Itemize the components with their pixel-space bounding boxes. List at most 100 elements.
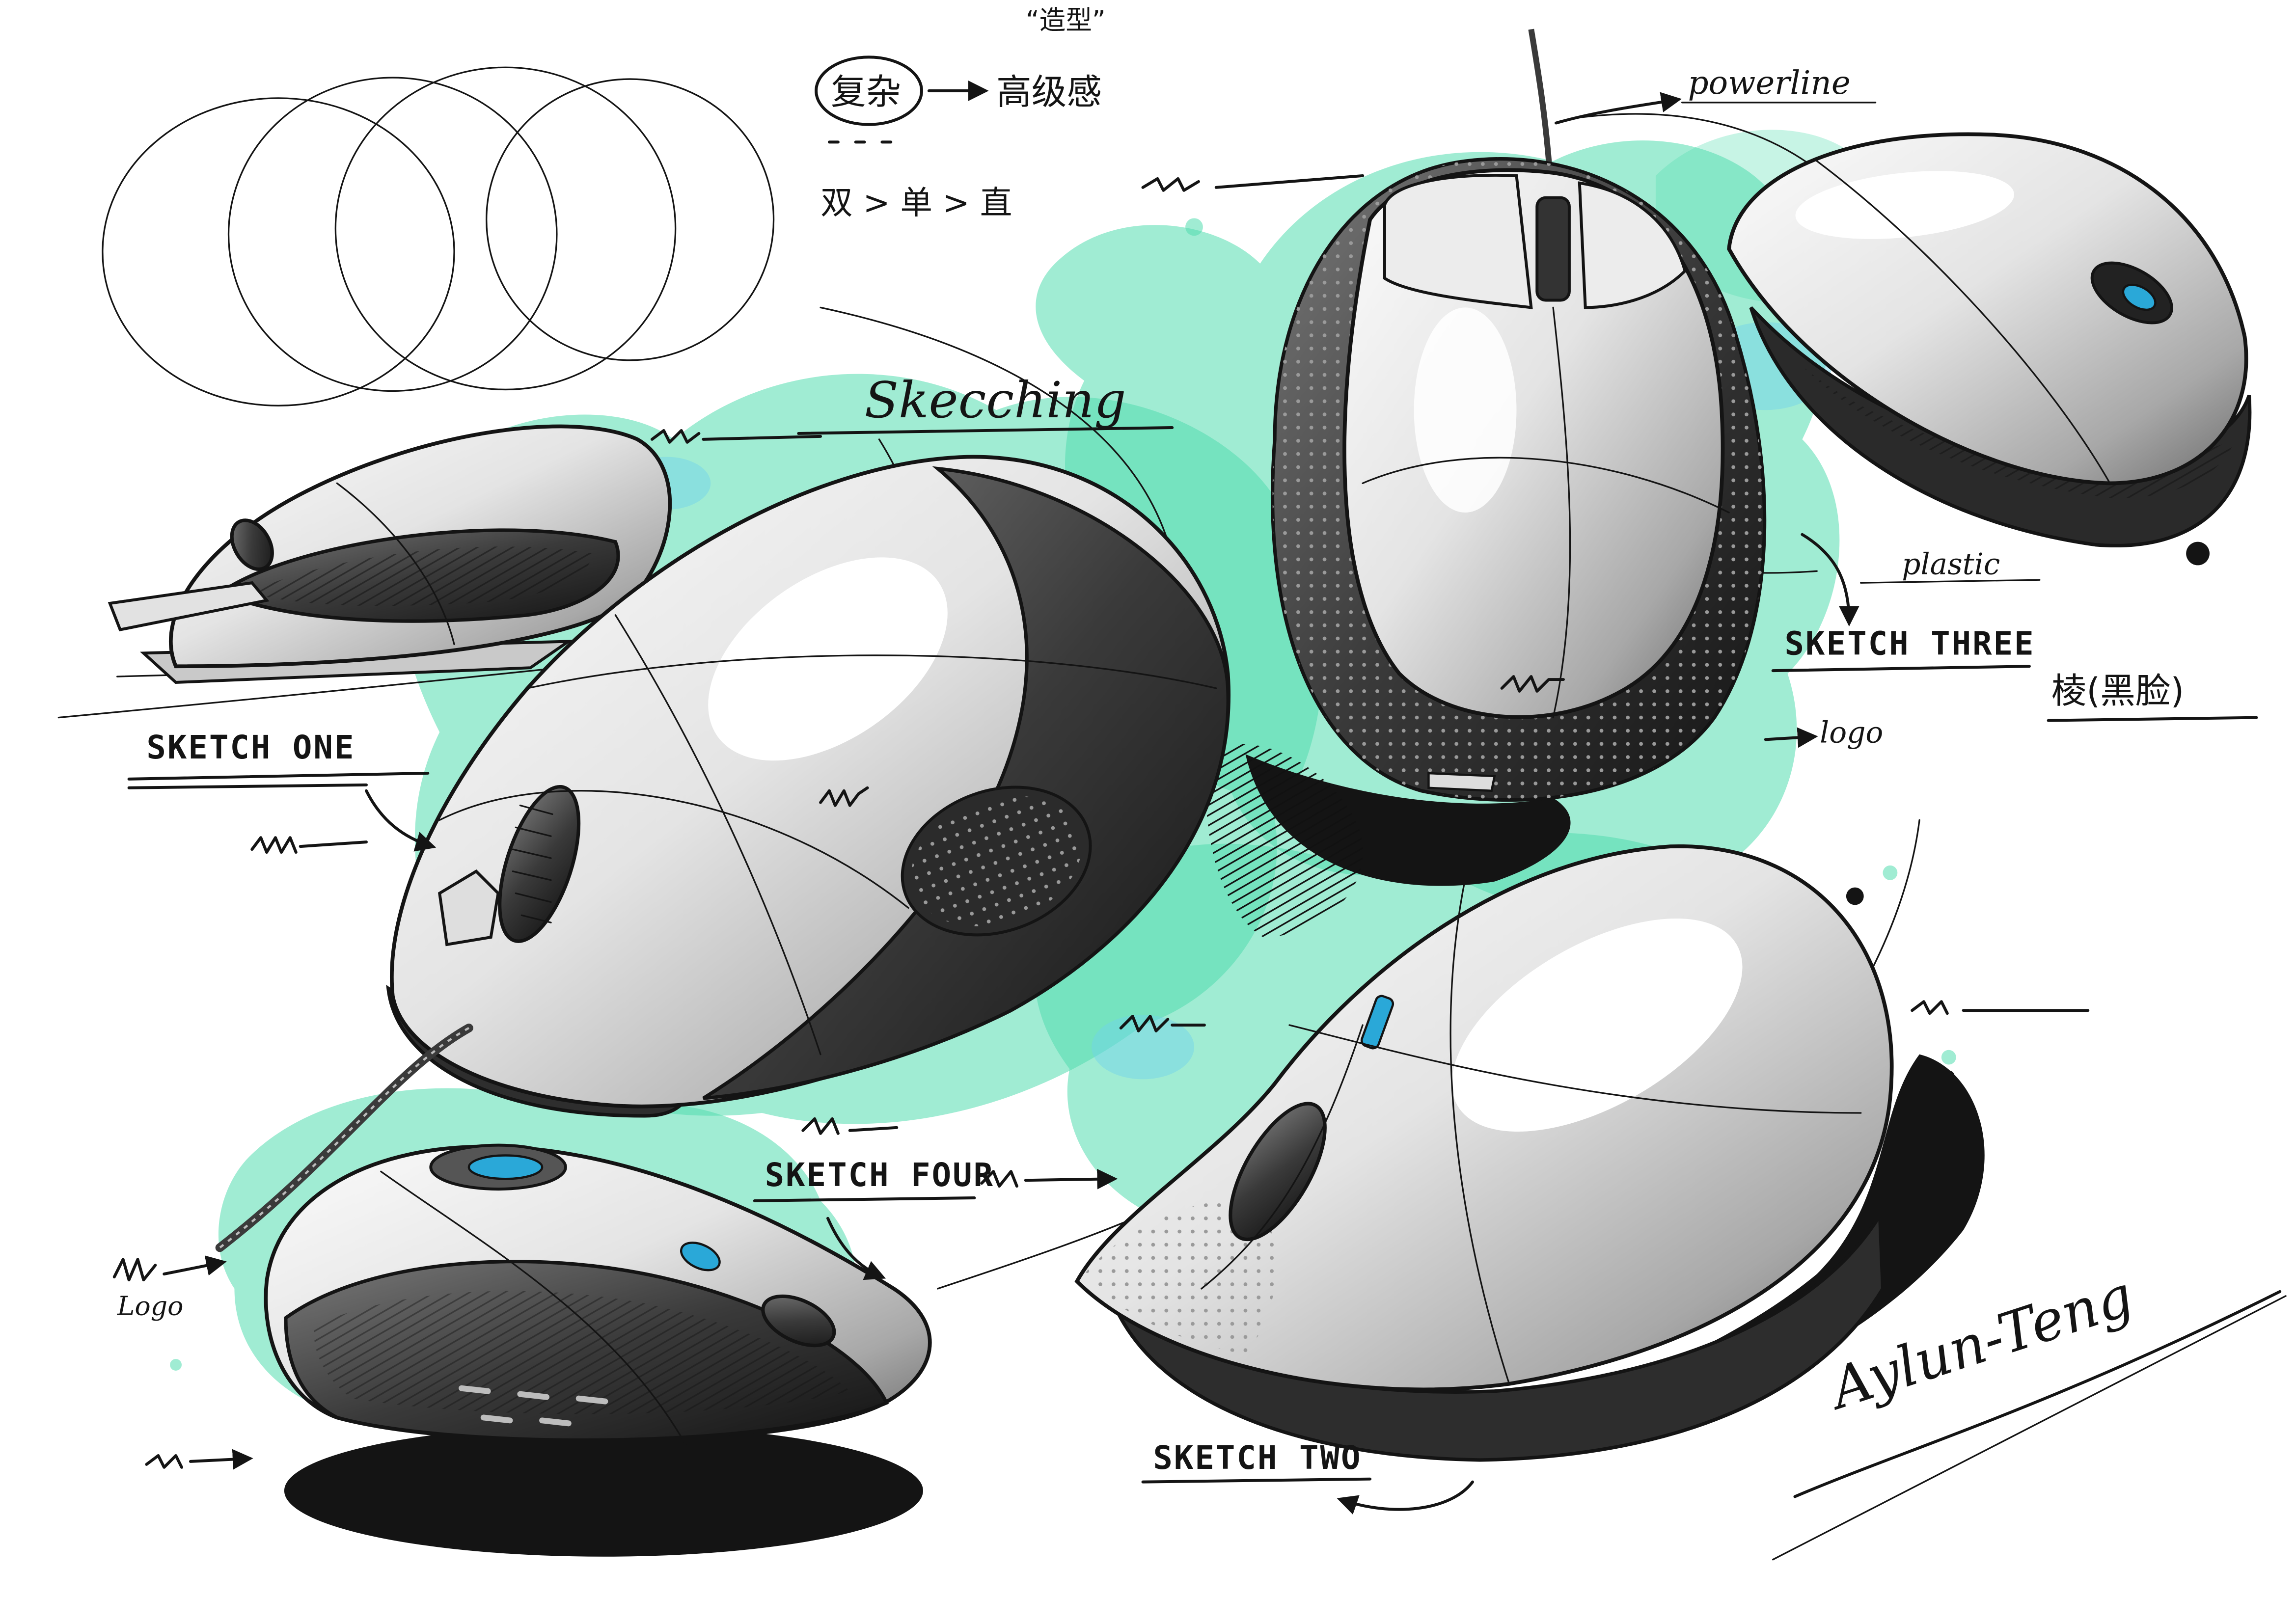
scribble-annotation xyxy=(1911,1000,2090,1015)
speaker-grille-dots xyxy=(911,796,1082,926)
marker-splatter xyxy=(170,1359,182,1371)
study-circle xyxy=(102,97,455,406)
underside-hatching xyxy=(314,1291,850,1414)
contour-line xyxy=(526,654,1217,689)
left-button xyxy=(1383,173,1533,309)
sequence-note: 双 > 单 > 直 xyxy=(820,185,1012,222)
scribble-annotation xyxy=(1119,1015,1206,1032)
scribble-annotation xyxy=(980,1171,1114,1186)
study-circle xyxy=(334,66,677,391)
sketch-four-arrow xyxy=(826,1217,886,1280)
base-slot xyxy=(1427,772,1496,792)
sketch-two-label: SKETCH TWO xyxy=(1153,1439,1362,1477)
marker-splatter xyxy=(1185,218,1203,236)
side-wheel xyxy=(230,518,274,571)
contour-line xyxy=(1201,1024,1364,1290)
sketch-two-underline xyxy=(1141,1477,1372,1484)
ink-splatter xyxy=(2186,541,2210,566)
vent-slots xyxy=(459,1385,608,1427)
logo-scribble xyxy=(1500,675,1565,693)
front-panel-texture xyxy=(1084,1199,1276,1355)
scribble-annotation xyxy=(801,1117,899,1135)
sketching-title: Skecching xyxy=(865,371,1126,429)
mouse-cable xyxy=(1528,28,1554,179)
side-wheel xyxy=(761,1294,836,1348)
edge-note-underline xyxy=(2047,716,2258,722)
scribble-annotation xyxy=(250,836,368,854)
ink-splatter xyxy=(1846,887,1864,905)
trackball xyxy=(467,1154,544,1180)
contour-line xyxy=(438,790,909,909)
signature-flourish xyxy=(1793,1290,2282,1498)
mouse-dark-side-panel xyxy=(702,466,1230,1100)
sketch-two-perspective xyxy=(1074,844,2090,1462)
logo-note-left: Logo xyxy=(117,1291,184,1322)
study-circle xyxy=(227,77,558,392)
sketch-four-label: SKETCH FOUR xyxy=(765,1157,995,1194)
result-term: 高级感 xyxy=(996,72,1102,112)
marker-splatter xyxy=(1883,865,1898,880)
construction-line xyxy=(820,306,1173,558)
top-notes: “造型” 复杂 高级感 双 > 单 > 直 xyxy=(815,5,1365,222)
shadow-sketch-four xyxy=(284,1425,923,1557)
mouse-cable xyxy=(215,1024,473,1252)
scribble-annotation xyxy=(650,429,822,444)
sketch-three-underline xyxy=(1771,665,2031,673)
scribble-annotation xyxy=(145,1456,249,1467)
shell-highlight xyxy=(1451,918,1743,1132)
scroll-wheel xyxy=(1535,196,1571,302)
sketch-four-underline xyxy=(753,1196,976,1202)
study-circle xyxy=(486,78,775,361)
scroll-wheel xyxy=(1229,1102,1327,1242)
contour-line xyxy=(1449,878,1510,1385)
logo-note-arrow xyxy=(1764,727,1818,748)
scribble-annotation xyxy=(1141,174,1365,192)
logo-scribble xyxy=(819,786,869,807)
mouse-recess-hatching xyxy=(249,546,594,606)
sketch-two-arrow xyxy=(1337,1480,1474,1515)
sketch-one-arrow xyxy=(365,789,437,852)
shell-highlight xyxy=(1414,307,1517,513)
plastic-note: plastic xyxy=(1902,547,2000,581)
construction-line xyxy=(1772,1295,2287,1561)
sketch-one-underline xyxy=(127,771,430,789)
shape-note: “造型” xyxy=(1026,5,1106,36)
contour-line xyxy=(380,1170,690,1451)
blue-side-button xyxy=(1360,995,1394,1050)
contour-line xyxy=(336,482,455,646)
circled-term: 复杂 xyxy=(831,72,901,112)
sketch-three-arrow xyxy=(1801,533,1859,627)
sketch-four-side-view xyxy=(112,836,1114,1467)
circle-study xyxy=(102,66,775,406)
marker-splatter xyxy=(1941,1050,1956,1065)
contour-line xyxy=(1816,160,2111,484)
contour-line xyxy=(1362,457,1730,514)
powerline-arrow xyxy=(1555,92,1682,125)
contour-line xyxy=(1552,306,1571,719)
contour-line xyxy=(1288,1024,1862,1114)
circled-term-ring xyxy=(815,55,923,126)
sketch-one-side-view xyxy=(108,424,822,684)
sketching-underline xyxy=(797,426,1174,435)
blue-side-button xyxy=(680,1242,721,1272)
powerline-note: powerline xyxy=(1688,64,1851,102)
sketch-one-label: SKETCH ONE xyxy=(146,729,355,766)
front-button xyxy=(437,869,500,947)
shell-highlight xyxy=(708,557,948,761)
sketch-three-top-view xyxy=(1271,28,1767,802)
shadow-hatched xyxy=(1206,744,1364,938)
edge-note: 棱(黑脸) xyxy=(2051,671,2185,711)
scroll-wheel-ridges xyxy=(512,804,553,923)
mouse-shell xyxy=(1342,168,1725,719)
right-button xyxy=(1578,181,1687,309)
sketch-three-label: SKETCH THREE xyxy=(1785,625,2035,662)
blue-wash-spot xyxy=(1092,1015,1194,1080)
top-right-side-view xyxy=(1727,132,2252,547)
scribble-annotation xyxy=(112,1259,223,1280)
plastic-underline xyxy=(1860,579,2041,584)
scroll-wheel xyxy=(498,785,581,943)
logo-note-right: logo xyxy=(1820,716,1883,750)
main-mouse-perspective xyxy=(215,455,1230,1252)
blue-side-button xyxy=(2122,283,2157,311)
